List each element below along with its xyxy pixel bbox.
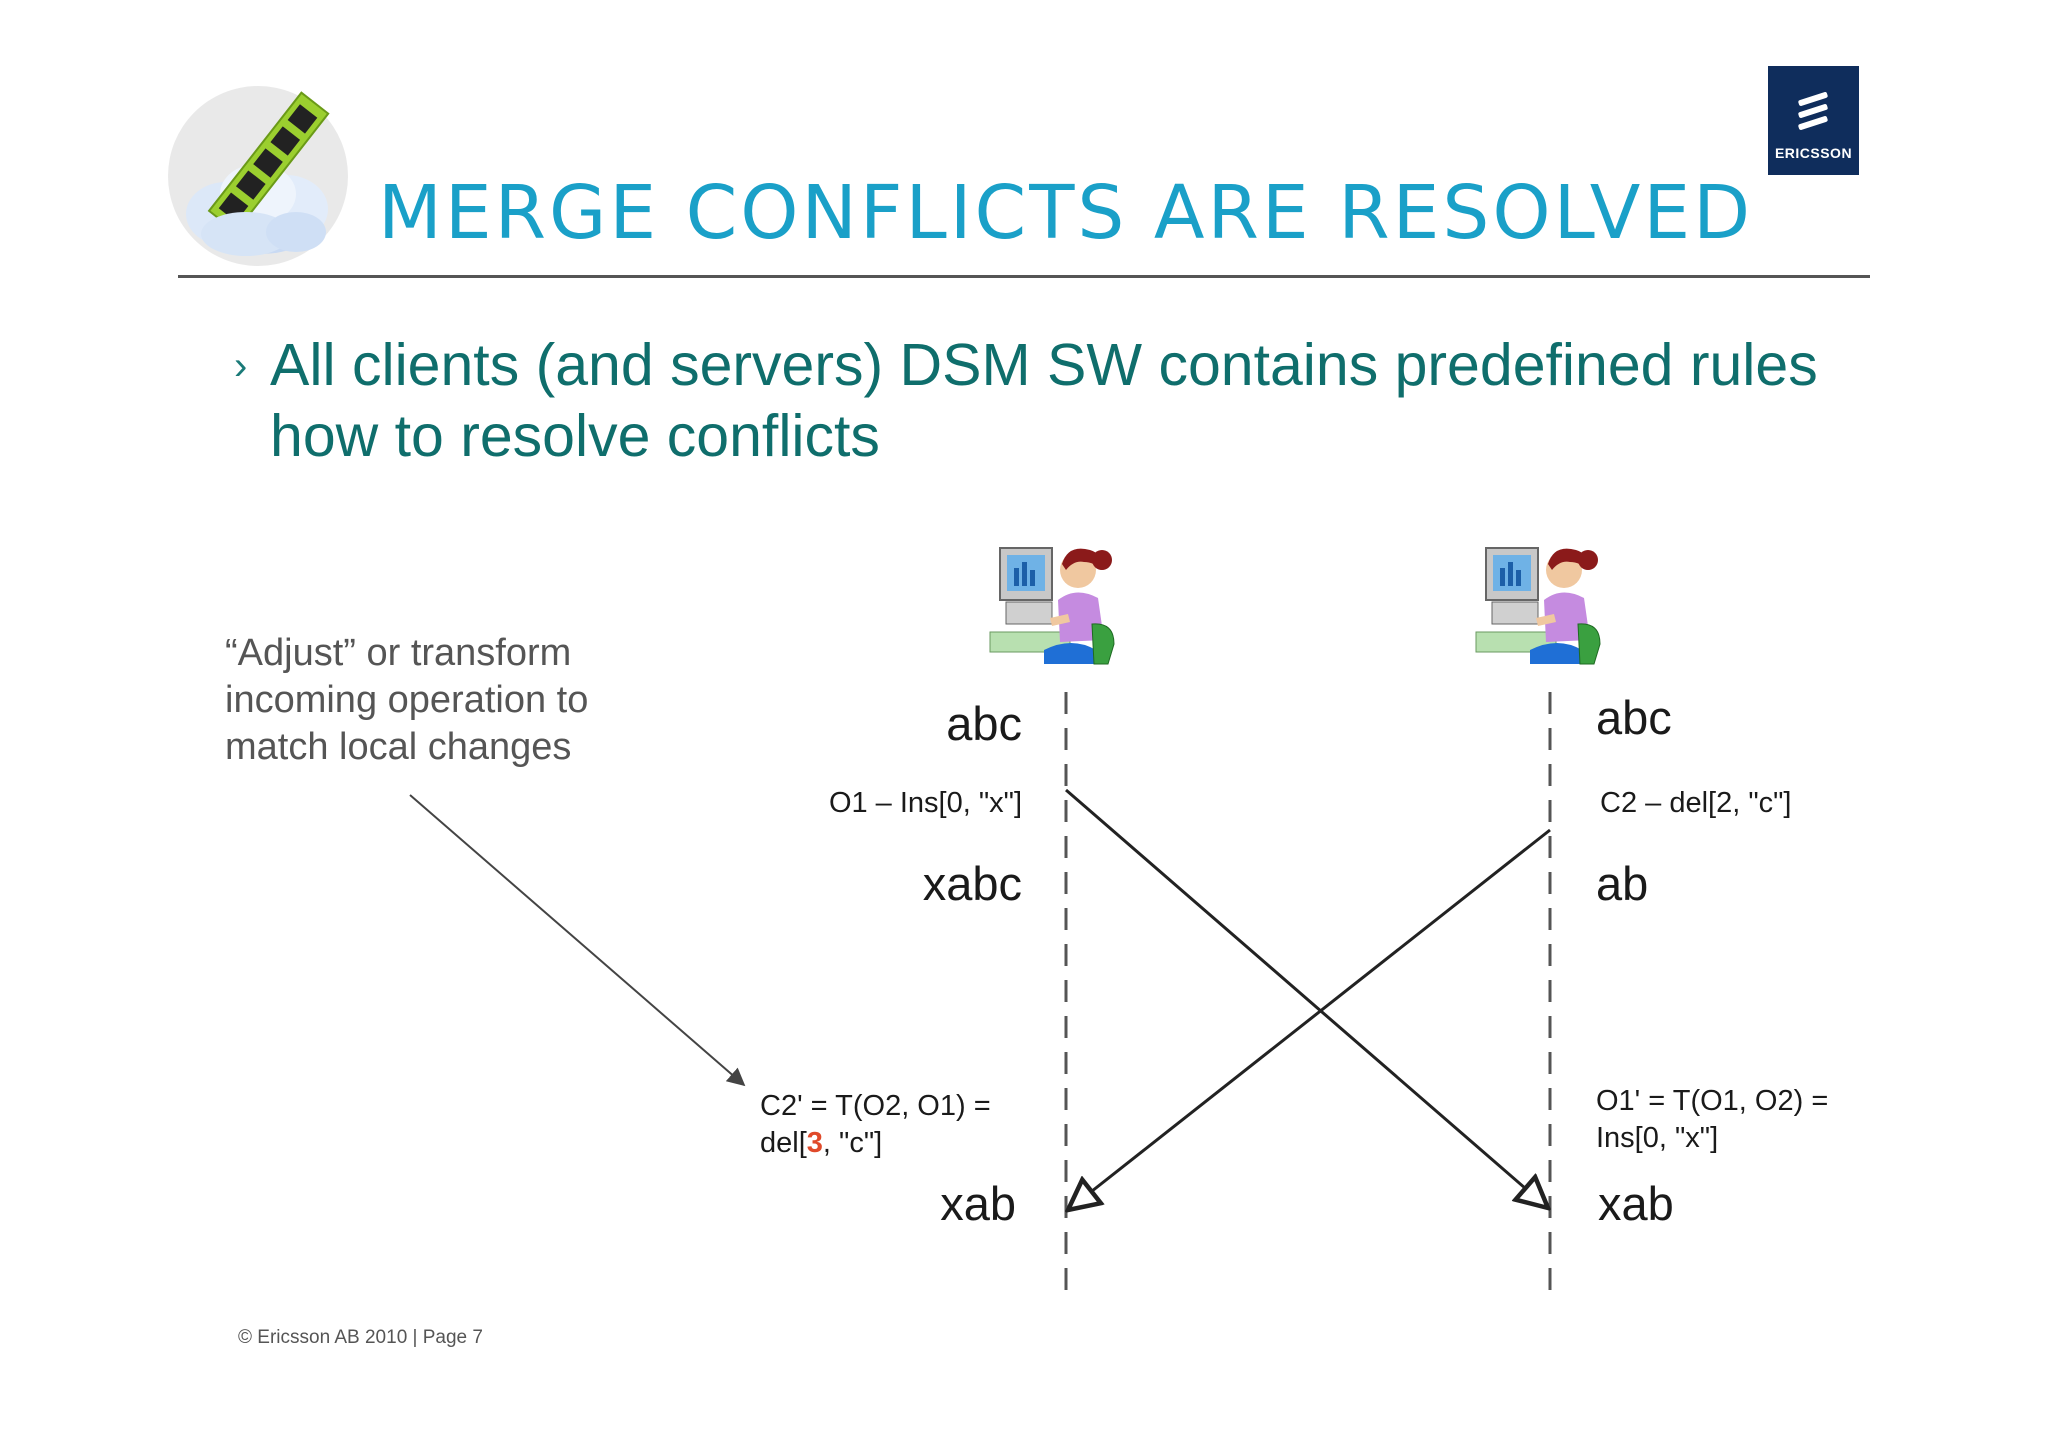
bullet-text: All clients (and servers) DSM SW contain… (270, 332, 1818, 469)
memory-cloud-icon (168, 86, 348, 266)
o1-propagation-arrow (1065, 788, 1548, 1208)
left-state-final: xab (940, 1177, 1016, 1230)
ericsson-logo-icon (1798, 92, 1828, 130)
callout-text: “Adjust” or transform incoming operation… (225, 632, 589, 768)
left-op-transformed: C2' = T(O2, O1) = del[3, "c"] (760, 1088, 991, 1162)
right-op-transformed: O1' = T(O1, O2) = Ins[0, "x"] (1596, 1083, 1828, 1157)
right-state-initial: abc (1596, 691, 1672, 744)
ericsson-logo: ERICSSON (1768, 66, 1859, 175)
logo-text: ERICSSON (1774, 145, 1853, 161)
slide-title: MERGE CONFLICTS ARE RESOLVED (378, 170, 1754, 256)
c2-propagation-arrow (1068, 828, 1551, 1210)
callout-arrow (409, 794, 746, 1087)
left-op-transformed-line2: del[3, "c"] (760, 1125, 991, 1162)
right-state-final: xab (1598, 1177, 1674, 1230)
left-op-transformed-pre: del[ (760, 1127, 807, 1159)
left-op-local: O1 – Ins[0, "x"] (828, 787, 1022, 819)
right-op-local: C2 – del[2, "c"] (1600, 787, 1792, 819)
left-state-initial: abc (946, 697, 1022, 750)
title-divider (178, 275, 1870, 278)
right-op-transformed-line1: O1' = T(O1, O2) = (1596, 1085, 1829, 1117)
left-op-transformed-post: , "c"] (822, 1127, 883, 1159)
left-op-transformed-line1: C2' = T(O2, O1) = (760, 1090, 991, 1122)
left-op-transformed-highlight: 3 (806, 1127, 823, 1159)
right-op-transformed-line2: Ins[0, "x"] (1596, 1122, 1719, 1154)
user-at-computer-icon (989, 547, 1115, 665)
left-state-after-local: xabc (922, 857, 1022, 910)
right-state-after-local: ab (1596, 857, 1649, 910)
bullet-marker: › (234, 344, 248, 388)
footer: © Ericsson AB 2010 | Page 7 (238, 1327, 483, 1348)
user-at-computer-icon (1475, 547, 1601, 665)
